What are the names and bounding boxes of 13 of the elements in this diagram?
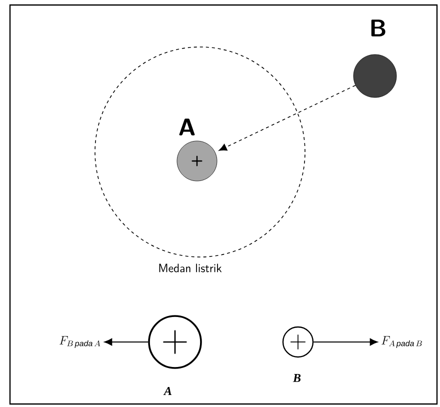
arrow <box>104 338 149 346</box>
arrow <box>313 338 378 346</box>
charge-label: B <box>371 20 386 36</box>
field-label: Medan listrik <box>159 264 222 272</box>
force-label: $F_{B\,\mathit{pada}\,A}$ <box>60 336 100 348</box>
charge-sphere <box>353 54 397 98</box>
electric-field-circle <box>94 46 306 258</box>
charge-label: B <box>292 374 301 382</box>
charge-label: A <box>163 387 172 395</box>
charge-label: A <box>179 118 195 136</box>
force-label: $F_{A\,\mathit{pada}\,B}$ <box>382 336 422 348</box>
charge-sphere: + <box>176 140 218 182</box>
arrow <box>218 84 356 151</box>
